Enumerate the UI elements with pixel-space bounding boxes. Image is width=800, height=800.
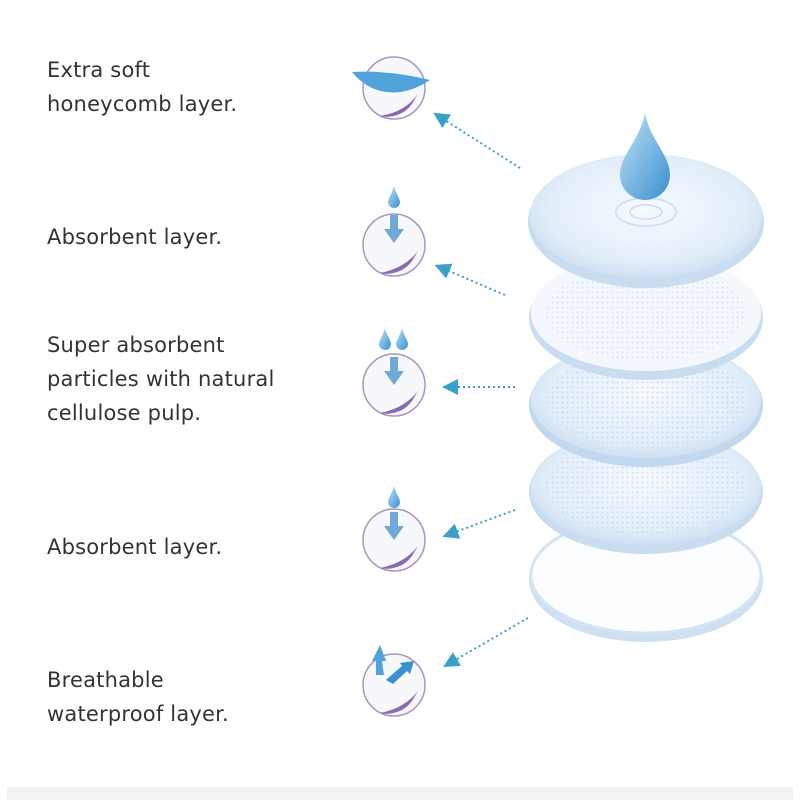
arrow-layer-4 — [442, 509, 516, 539]
drop-arrow-icon — [362, 486, 426, 572]
double-drop-arrow-icon — [362, 328, 426, 417]
drop-arrow-icon — [362, 186, 426, 277]
arrow-layer-2 — [434, 263, 506, 296]
layer-5-label: Breathable waterproof layer. — [47, 663, 229, 731]
pad-layer-2 — [529, 255, 763, 380]
footer-bar — [7, 787, 793, 800]
label-line: honeycomb layer. — [47, 92, 238, 116]
layer-1-label: Extra soft honeycomb layer. — [47, 53, 237, 121]
layer-2-label: Absorbent layer. — [47, 220, 222, 254]
breathable-arrows-icon — [362, 645, 426, 717]
label-line: Breathable — [47, 668, 164, 692]
arrow-layer-5 — [443, 617, 529, 667]
arrow-layer-1 — [433, 112, 521, 169]
label-line: particles with natural — [47, 367, 275, 391]
pad-layer-1 — [528, 154, 764, 288]
label-line: Extra soft — [47, 58, 151, 82]
layer-4-label: Absorbent layer. — [47, 530, 222, 564]
label-line: cellulose pulp. — [47, 401, 202, 425]
pad-layer-5 — [529, 515, 763, 642]
label-line: waterproof layer. — [47, 702, 229, 726]
feather-icon — [352, 56, 430, 120]
water-drop-icon — [620, 113, 670, 200]
label-line: Absorbent layer. — [47, 535, 223, 559]
label-line: Super absorbent — [47, 333, 225, 357]
layer-3-label: Super absorbent particles with natural c… — [47, 328, 275, 430]
label-line: Absorbent layer. — [47, 225, 223, 249]
